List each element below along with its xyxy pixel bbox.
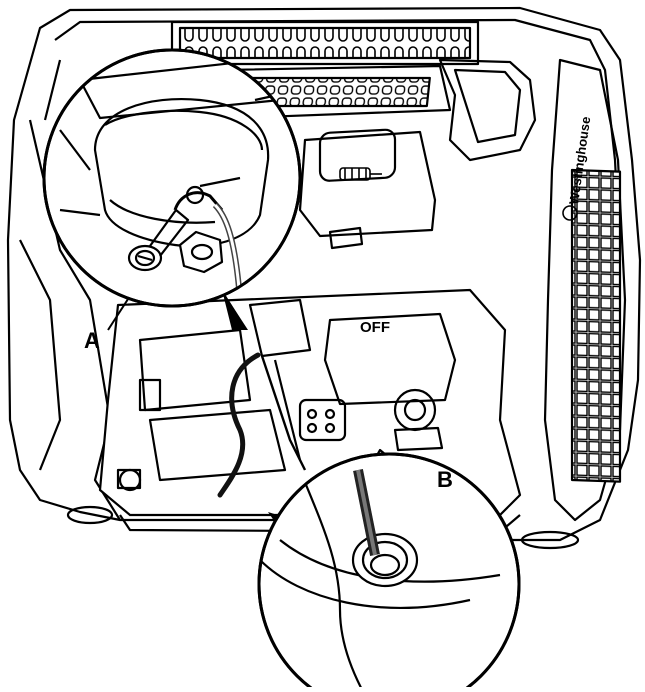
detail-b-magnifier — [257, 452, 521, 692]
spark-plug-icon — [339, 167, 382, 181]
top-vent — [178, 26, 472, 60]
side-grille — [570, 168, 622, 483]
callout-a-label: A — [84, 328, 100, 353]
drain-screw — [127, 208, 190, 272]
hose-grommet — [351, 532, 419, 588]
carry-handle — [438, 58, 537, 162]
drain-hose — [217, 352, 261, 498]
engine-cover — [323, 312, 457, 406]
callout-b-label: B — [437, 467, 453, 492]
engine-cover-text: OFF — [360, 319, 390, 336]
right-side-panel — [543, 58, 627, 522]
detail-a-magnifier — [42, 48, 302, 308]
control-panel — [298, 130, 437, 238]
